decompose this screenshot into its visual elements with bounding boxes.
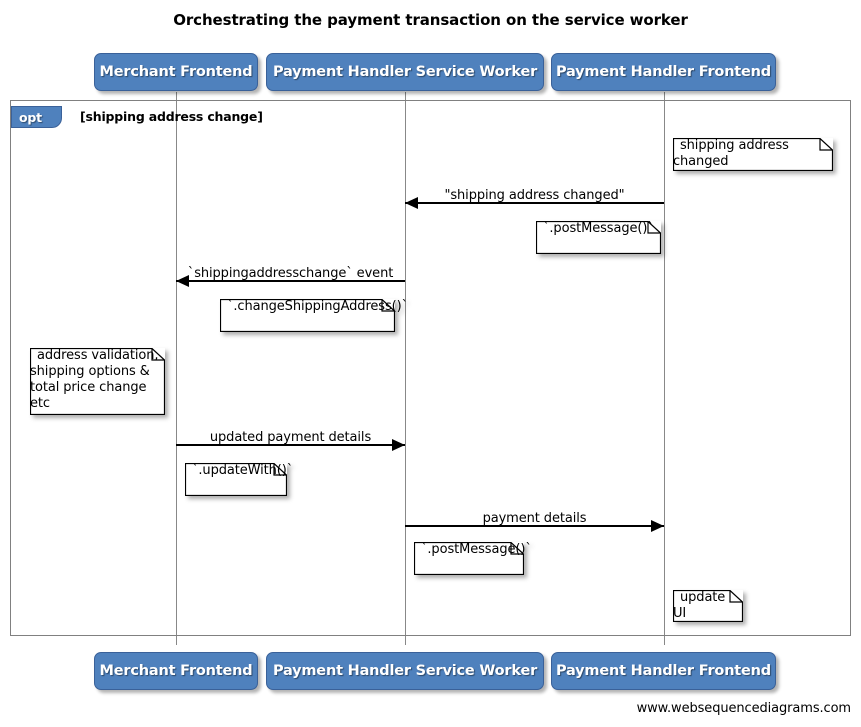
lifeline-payment-handler-frontend	[664, 92, 665, 645]
arrowhead-right-updated-payment-details	[392, 439, 405, 451]
note-shape	[30, 348, 165, 415]
message-label-shippingaddresschange-event: `shippingaddresschange` event	[187, 266, 394, 281]
note-text: `.updateWith()`	[192, 463, 294, 478]
message-line-updated-payment-details	[176, 444, 405, 446]
note-update-ui: update UI	[673, 590, 743, 622]
note-text: address validation, shipping options & t…	[30, 348, 159, 411]
arrowhead-left-shipping-address-changed	[405, 197, 418, 209]
participant-payment-handler-service-worker-bottom[interactable]: Payment Handler Service Worker	[266, 652, 544, 690]
fragment-opt-guard: [shipping address change]	[80, 109, 263, 124]
note-shape	[220, 299, 395, 332]
message-label-payment-details: payment details	[482, 511, 587, 526]
watermark-footer: www.websequencediagrams.com	[636, 701, 851, 716]
message-line-shipping-address-changed	[405, 202, 664, 204]
note-shape	[185, 463, 287, 496]
note-address-validation: address validation, shipping options & t…	[30, 348, 165, 415]
arrowhead-left-shippingaddresschange-event	[176, 275, 189, 287]
note-text: `.postMessage()`	[543, 221, 654, 236]
message-line-payment-details	[405, 525, 664, 527]
participant-payment-handler-service-worker-top[interactable]: Payment Handler Service Worker	[266, 53, 544, 91]
note-shape	[536, 221, 661, 254]
note-shape	[673, 138, 833, 171]
arrowhead-right-payment-details	[651, 520, 664, 532]
participant-merchant-frontend-top[interactable]: Merchant Frontend	[94, 53, 258, 91]
fragment-opt-frame	[10, 100, 851, 636]
note-post-message-2: `.postMessage()`	[414, 542, 532, 575]
participant-payment-handler-frontend-bottom[interactable]: Payment Handler Frontend	[551, 652, 776, 690]
page-title: Orchestrating the payment transaction on…	[173, 11, 688, 29]
note-text: `.changeShippingAddress()`	[227, 299, 408, 314]
fragment-opt-tab: opt	[11, 106, 62, 128]
message-label-updated-payment-details: updated payment details	[209, 430, 372, 445]
lifeline-merchant-frontend	[176, 92, 177, 645]
note-post-message-1: `.postMessage()`	[536, 221, 661, 254]
note-text: update UI	[673, 590, 726, 621]
note-shipping-address-changed: shipping address changed	[673, 138, 833, 171]
participant-merchant-frontend-bottom[interactable]: Merchant Frontend	[94, 652, 258, 690]
lifeline-payment-handler-service-worker	[405, 92, 406, 645]
note-shape	[414, 542, 524, 575]
note-shape	[673, 590, 743, 622]
note-text: `.postMessage()`	[421, 542, 532, 557]
note-change-shipping-address: `.changeShippingAddress()`	[220, 299, 408, 332]
note-update-with: `.updateWith()`	[185, 463, 293, 496]
participant-payment-handler-frontend-top[interactable]: Payment Handler Frontend	[551, 53, 776, 91]
note-text: shipping address changed	[673, 138, 789, 169]
message-line-shippingaddresschange-event	[176, 280, 405, 282]
message-label-shipping-address-changed: "shipping address changed"	[444, 188, 625, 203]
